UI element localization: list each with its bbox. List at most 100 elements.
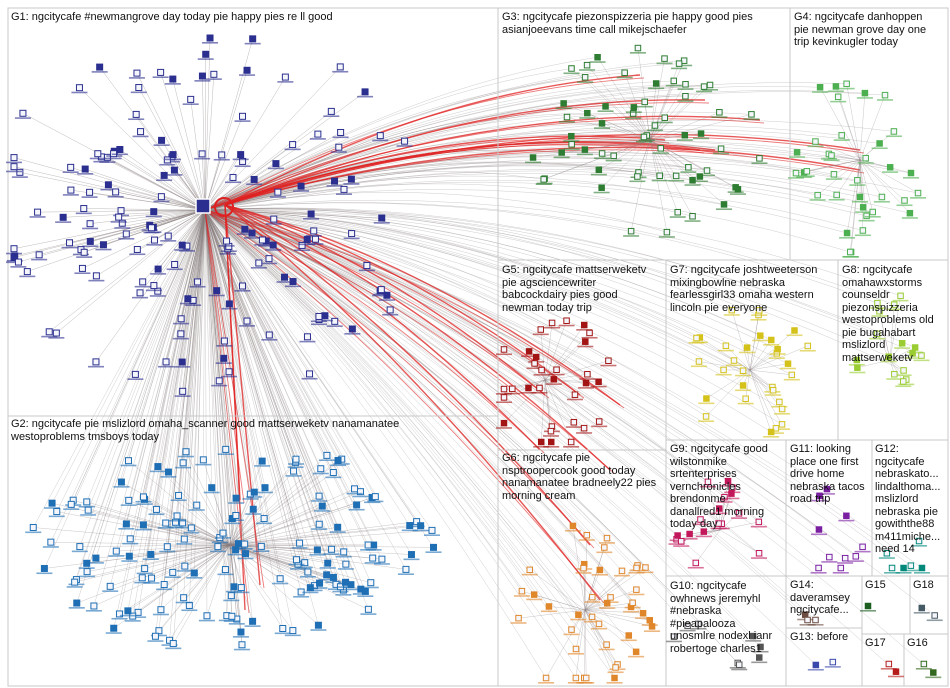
node-label-mark (556, 107, 572, 109)
node-label-mark (80, 514, 96, 516)
node-label-mark (543, 435, 559, 437)
node (148, 225, 154, 231)
node (816, 527, 822, 533)
node (48, 539, 54, 545)
node-label-mark (218, 453, 234, 455)
node (633, 649, 639, 655)
node-label-mark (563, 446, 579, 448)
node (585, 110, 591, 116)
node-label-mark (166, 174, 182, 176)
node (635, 45, 641, 51)
node-label-mark (711, 513, 727, 515)
node-label-mark (256, 523, 272, 525)
node (604, 535, 610, 541)
node-label-mark (738, 403, 754, 405)
node-label-mark (576, 329, 592, 331)
node (915, 190, 921, 196)
node (308, 211, 314, 217)
node-label-mark (811, 534, 827, 536)
node-label-mark (849, 372, 865, 374)
node-label-mark (221, 376, 237, 378)
node (877, 141, 883, 147)
node (865, 603, 871, 609)
node-label-mark (644, 630, 660, 632)
node-label-mark (239, 325, 255, 327)
node (270, 242, 276, 248)
node (584, 62, 590, 68)
edge (94, 210, 205, 606)
node-label-mark (225, 181, 241, 183)
node (817, 493, 823, 499)
node-label-mark (220, 253, 236, 255)
node (105, 182, 111, 188)
node-label-mark (559, 325, 575, 327)
node-label-mark (398, 573, 414, 575)
node (635, 174, 641, 180)
node-label-mark (102, 590, 118, 592)
node (387, 307, 393, 313)
node-label-mark (336, 193, 352, 195)
node (853, 554, 859, 560)
node (171, 167, 177, 173)
node-label-mark (886, 378, 902, 380)
node (696, 359, 702, 365)
group-box-g18 (910, 576, 948, 634)
node-label-mark (881, 361, 897, 363)
node-label-mark (194, 158, 210, 160)
edge (860, 93, 865, 160)
node-label-mark (570, 619, 586, 621)
node (789, 372, 795, 378)
node-label-mark (266, 223, 282, 225)
node (243, 551, 249, 557)
node-label-mark (277, 81, 293, 83)
node (932, 613, 938, 619)
node (155, 464, 161, 470)
node-label-mark (219, 245, 235, 247)
node (250, 36, 256, 42)
node (864, 213, 870, 219)
node-label-mark (72, 551, 88, 553)
node-label-mark (576, 432, 592, 434)
node (701, 529, 707, 535)
node-label-mark (25, 532, 41, 534)
node-label-mark (129, 253, 145, 255)
node (703, 414, 709, 420)
node-label-mark (752, 340, 768, 342)
node-label-mark (514, 595, 530, 597)
node (750, 633, 756, 639)
node-label-mark (357, 96, 373, 98)
node-label-mark (357, 595, 373, 597)
node-label-mark (150, 471, 166, 473)
node (335, 524, 341, 530)
node-label-mark (311, 323, 327, 325)
node-label-mark (698, 403, 714, 405)
edge (585, 610, 607, 645)
node-label-mark (195, 464, 211, 466)
node-label-mark (592, 574, 608, 576)
node-label-mark (564, 148, 580, 150)
node-label-mark (63, 508, 79, 510)
node (365, 542, 371, 548)
node (657, 173, 663, 179)
node-label-mark (235, 165, 251, 167)
node (532, 361, 538, 367)
node-label-mark (424, 534, 440, 536)
node-label-mark (751, 314, 767, 316)
node (91, 603, 97, 609)
node (311, 228, 317, 234)
node (158, 69, 164, 75)
node-label-mark (153, 76, 169, 78)
node-label-mark (165, 159, 181, 161)
node-label-mark (860, 610, 876, 612)
edge (230, 469, 321, 545)
node (72, 579, 78, 585)
node-label-mark (71, 92, 87, 94)
node-label-mark (223, 600, 239, 602)
node (151, 283, 157, 289)
node-label-mark (673, 545, 689, 547)
node (675, 533, 681, 539)
node-label-mark (312, 587, 328, 589)
node (860, 205, 866, 211)
node (104, 154, 110, 160)
node (901, 368, 907, 374)
